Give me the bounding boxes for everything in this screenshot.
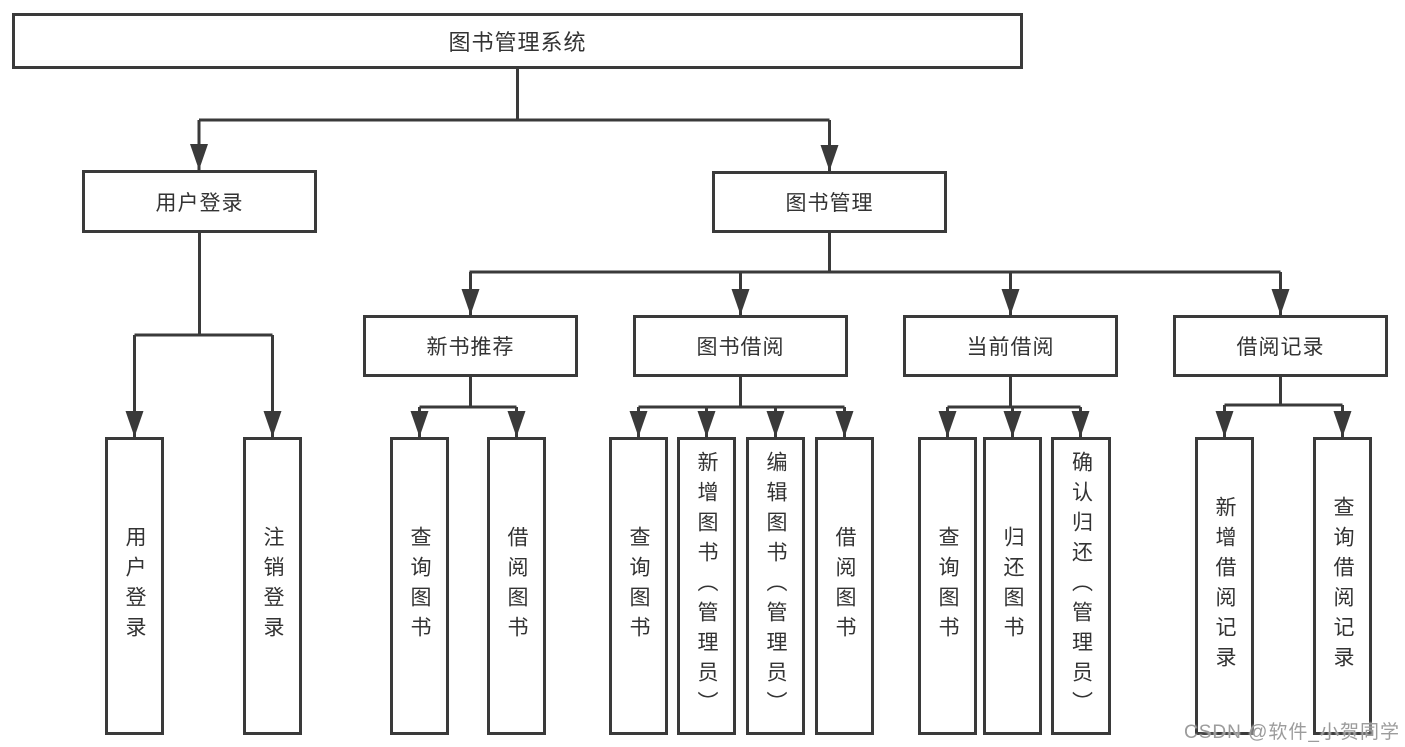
node-leaf-user-login: 用户登录	[105, 437, 164, 735]
node-leaf-add-books-admin: 新增图书（管理员）	[677, 437, 736, 735]
node-current-borrow: 当前借阅	[903, 315, 1118, 377]
node-leaf-borrow-books-1: 借阅图书	[487, 437, 546, 735]
connector-book-mgmt	[469, 233, 1282, 315]
node-leaf-add-borrow-record: 新增借阅记录	[1195, 437, 1254, 735]
arrowhead-icons	[125, 144, 1352, 437]
connector-new-book-recommend	[418, 377, 518, 437]
node-leaf-borrow-books-2: 借阅图书	[815, 437, 874, 735]
node-leaf-query-borrow-record: 查询借阅记录	[1313, 437, 1372, 735]
node-new-book-recommend: 新书推荐	[363, 315, 578, 377]
node-book-management: 图书管理	[712, 171, 947, 233]
node-leaf-query-books-2: 查询图书	[609, 437, 668, 735]
node-leaf-return-books: 归还图书	[983, 437, 1042, 735]
node-book-borrow: 图书借阅	[633, 315, 848, 377]
node-root-library-system: 图书管理系统	[12, 13, 1023, 69]
node-leaf-query-books-1: 查询图书	[390, 437, 449, 735]
node-leaf-logout: 注销登录	[243, 437, 302, 735]
csdn-watermark: CSDN @软件_小贺同学	[1184, 722, 1400, 743]
node-borrow-records: 借阅记录	[1173, 315, 1388, 377]
connector-book-borrow	[637, 377, 846, 437]
connector-user-login	[133, 233, 274, 437]
node-user-login: 用户登录	[82, 170, 317, 233]
node-leaf-confirm-return-admin: 确认归还（管理员）	[1051, 437, 1111, 735]
node-leaf-edit-books-admin: 编辑图书（管理员）	[746, 437, 805, 735]
connector-borrow-records	[1223, 377, 1344, 437]
node-leaf-query-books-3: 查询图书	[918, 437, 977, 735]
connector-root	[197, 69, 831, 171]
